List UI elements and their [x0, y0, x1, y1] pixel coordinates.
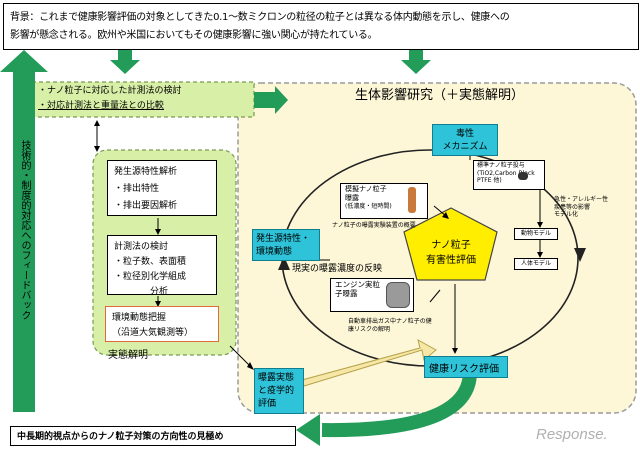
acute-line-2: 疾患等の影響 — [554, 203, 591, 211]
nano-harm-text: ナノ粒子 有害性評価 — [410, 236, 492, 266]
nano-harm-line-2: 有害性評価 — [426, 255, 476, 266]
top-green-panel — [31, 81, 255, 118]
human-model-box: 人体モデル — [514, 258, 558, 270]
feedback-arrow-shape — [0, 50, 48, 412]
model-particle-line-2: 曝露 — [345, 193, 359, 202]
toxicity-box: 毒性 メカニズム — [432, 124, 498, 156]
background-line-2: 影響が懸念される。欧州や米国においてもその健康影響に強い関心が持たれている。 — [10, 30, 378, 41]
std-particle-line-2: (TiO2,Carbon Black — [477, 169, 535, 177]
health-risk-box: 健康リスク評価 — [424, 356, 508, 378]
research-title: 生体影響研究（＋実態解明） — [355, 88, 525, 103]
toxicity-line-1: 毒性 — [455, 129, 474, 139]
bottom-conclusion-text: 中長期的視点からのナノ粒子対策の方向性の見極め — [17, 432, 224, 442]
bottom-conclusion-box: 中長期的視点からのナノ粒子対策の方向性の見極め — [10, 426, 296, 446]
exposure-device-icon — [408, 187, 416, 213]
human-model-label: 人体モデル — [520, 260, 551, 267]
engine-caption-line-1: 自動車排出ガス中ナノ粒子の健 — [348, 318, 432, 325]
feedback-label: 技術的・制度的対応へのフィードバック — [19, 140, 30, 320]
health-risk-label: 健康リスク評価 — [429, 364, 499, 375]
measure-method-item-2: ・対応計測法と重量法との比較 — [38, 101, 164, 111]
source-dynamics-box: 発生源特性・ 環境動態 — [252, 229, 320, 261]
acute-line-1: 急性・アレルギー性 — [554, 196, 609, 203]
background-box: 背景：これまで健康影響評価の対象としてきた0.1～数ミクロンの粒径の粒子とは異な… — [3, 3, 639, 50]
std-particle-line-3: PTFE 他) — [477, 177, 502, 184]
source-analysis-title: 発生源特性解析 — [114, 167, 178, 177]
source-analysis-item-1: ・排出特性 — [114, 184, 160, 194]
model-particle-line-3: (低濃度・短時間) — [345, 202, 392, 210]
source-analysis-item-2: ・排出要因解析 — [114, 201, 178, 211]
std-particle-box: 標準ナノ粒子投与 (TiO2,Carbon Black PTFE 他) — [473, 160, 545, 190]
measure-study-item-3: 分析 — [150, 287, 169, 297]
std-particle-line-1: 標準ナノ粒子投与 — [477, 162, 525, 169]
engine-line-2: 子曝露 — [335, 289, 358, 299]
exposure-line-1: 曝露実態 — [258, 373, 295, 383]
env-dynamics-line-2: （沿道大気観測等） — [112, 328, 194, 338]
measure-method-item-1: ・ナノ粒子に対応した計測法の検討 — [38, 86, 182, 96]
measure-study-title: 計測法の検討 — [114, 242, 169, 252]
engine-caption: 自動車排出ガス中ナノ粒子の健 康リスクの解明 — [348, 318, 432, 333]
animal-model-label: 動物モデル — [520, 230, 551, 237]
right-arrow-top — [254, 86, 288, 114]
measure-study-item-2: ・粒径別化学組成 — [114, 272, 187, 282]
jittai-label: 実態解明 — [108, 350, 148, 361]
down-arrow-right — [401, 50, 431, 74]
model-caption: ナノ粒子の曝露実験装置の概要 — [332, 222, 416, 229]
exposure-line-3: 評価 — [258, 399, 277, 409]
response-watermark: Response. — [536, 426, 608, 443]
down-arrow-left — [110, 50, 140, 74]
exposure-box: 曝露実態 と疫学的 評価 — [254, 368, 304, 414]
env-dynamics-line-1: 環境動態把握 — [112, 313, 167, 323]
toxicity-line-2: メカニズム — [442, 142, 488, 152]
background-line-1: 背景：これまで健康影響評価の対象としてきた0.1～数ミクロンの粒径の粒子とは異な… — [10, 12, 510, 23]
curved-arrow-body — [321, 371, 477, 438]
harm-pentagon — [403, 207, 498, 281]
yellow-arrow — [301, 339, 437, 387]
source-analysis-box: 発生源特性解析 ・排出特性 ・排出要因解析 — [107, 160, 217, 216]
acute-label: 急性・アレルギー性 疾患等の影響 モデル化 — [554, 196, 624, 219]
engine-icon — [386, 282, 410, 308]
measure-study-item-1: ・粒子数、表面積 — [114, 257, 187, 267]
exposure-line-2: と疫学的 — [258, 386, 295, 396]
engine-caption-line-2: 康リスクの解明 — [348, 325, 391, 333]
measure-study-box: 計測法の検討 ・粒子数、表面積 ・粒径別化学組成 分析 — [107, 235, 217, 297]
nano-harm-line-1: ナノ粒子 — [431, 240, 471, 251]
animal-model-box: 動物モデル — [514, 228, 558, 240]
source-dynamics-line-2: 環境動態 — [256, 247, 293, 257]
curved-arrow-head — [296, 414, 320, 446]
acute-line-3: モデル化 — [554, 211, 579, 218]
reflect-label: 現実の曝露濃度の反映 — [292, 264, 383, 274]
model-particle-line-1: 模擬ナノ粒子 — [345, 185, 387, 193]
particle-icon — [518, 172, 528, 180]
env-dynamics-box: 環境動態把握 （沿道大気観測等） — [105, 306, 219, 342]
engine-line-1: エンジン実粒 — [335, 280, 380, 289]
source-dynamics-line-1: 発生源特性・ — [256, 234, 311, 244]
